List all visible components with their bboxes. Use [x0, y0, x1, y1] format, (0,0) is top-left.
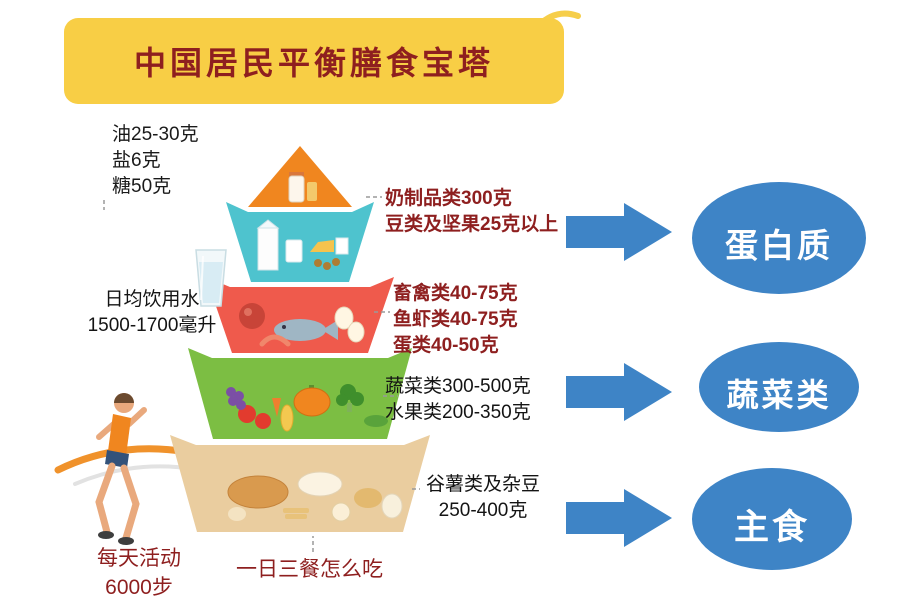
- label-line: 蛋类40-50克: [393, 335, 499, 357]
- label-line: 250-400克: [438, 500, 528, 522]
- title-banner: 中国居民平衡膳食宝塔: [64, 18, 564, 104]
- label-line: 油25-30克: [112, 124, 199, 145]
- arrow-protein-icon: [566, 203, 672, 261]
- label-vegetables-fruits: 蔬菜类300-500克 水果类200-350克: [385, 374, 531, 426]
- condiment-jars-icon: [288, 172, 317, 203]
- arrow-vegetables-icon: [566, 363, 672, 421]
- label-line: 糖50克: [112, 176, 172, 198]
- meat-fish-icon: [239, 303, 365, 347]
- label-line: 谷薯类及杂豆: [425, 474, 540, 495]
- pyramid-tier-meat: [206, 277, 394, 353]
- label-meat-fish-eggs: 畜禽类40-75克 鱼虾类40-75克 蛋类40-50克: [393, 281, 518, 360]
- category-ellipse-protein: [692, 182, 866, 294]
- dairy-foods-icon: [256, 219, 349, 271]
- staple-foods-icon: [227, 471, 403, 522]
- category-label-protein: 蛋白质: [725, 227, 833, 264]
- page-title: 中国居民平衡膳食宝塔: [133, 45, 494, 81]
- category-ellipse-staple: [692, 468, 852, 570]
- vegetables-fruits-icon: [226, 384, 388, 432]
- label-line: 蔬菜类300-500克: [385, 376, 531, 397]
- arrow-staple-icon: [566, 489, 672, 547]
- label-line: 盐6克: [112, 150, 161, 172]
- label-line: 奶制品类300克: [385, 188, 512, 209]
- label-line: 豆类及坚果25克以上: [385, 214, 559, 236]
- label-grains-staples: 谷薯类及杂豆 250-400克: [408, 472, 558, 524]
- category-ellipse-vegetables: [699, 342, 859, 432]
- category-label-staple: 主食: [733, 508, 810, 547]
- water-glass-icon: [195, 249, 227, 307]
- label-daily-water: 日均饮用水 1500-1700毫升: [62, 287, 242, 339]
- label-line: 鱼虾类40-75克: [393, 309, 518, 331]
- label-dairy-beans-nuts: 奶制品类300克 豆类及坚果25克以上: [385, 186, 558, 238]
- label-oils-salt-sugar: 油25-30克 盐6克 糖50克: [112, 122, 199, 201]
- category-label-vegetables: 蔬菜类: [726, 377, 832, 413]
- runner-icon: [95, 393, 147, 545]
- label-line: 水果类200-350克: [385, 402, 531, 424]
- label-line: 每天活动: [97, 547, 181, 570]
- label-line: 1500-1700毫升: [87, 315, 217, 337]
- label-three-meals: 一日三餐怎么吃: [236, 558, 383, 581]
- leader-lines: [103, 196, 420, 552]
- label-daily-activity: 每天活动 6000步: [74, 545, 204, 600]
- label-line: 6000步: [105, 575, 173, 599]
- label-line: 畜禽类40-75克: [393, 283, 518, 304]
- label-line: 日均饮用水: [104, 289, 200, 310]
